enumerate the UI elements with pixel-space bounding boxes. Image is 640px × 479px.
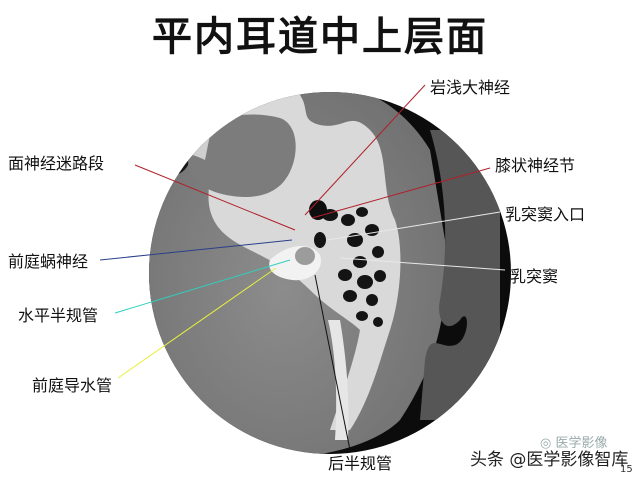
watermark-faint: ◎ 医学影像 bbox=[540, 436, 608, 451]
line-posterior bbox=[314, 274, 351, 451]
slide-title: 平内耳道中上层面 bbox=[152, 13, 488, 60]
label-lateral-canal: 水平半规管 bbox=[18, 306, 99, 325]
label-aditus: 乳突窦入口 bbox=[505, 205, 586, 224]
line-petrosal bbox=[304, 84, 426, 216]
line-vestibular bbox=[117, 267, 277, 379]
page-number: 15 bbox=[620, 464, 633, 475]
label-posterior-canal: 后半规管 bbox=[328, 454, 393, 473]
line-antrum bbox=[339, 257, 506, 271]
label-mastoid-antrum: 乳突窦 bbox=[510, 267, 559, 286]
line-aditus bbox=[327, 211, 501, 241]
temporal-lobe bbox=[186, 114, 296, 197]
label-petrosal-nerve: 岩浅大神经 bbox=[430, 78, 511, 97]
air-cell-left bbox=[155, 143, 189, 176]
label-facial-labyrinthine: 面神经迷路段 bbox=[8, 154, 105, 173]
posterior-bone bbox=[328, 320, 349, 440]
label-cochlear-nerve: 前庭蜗神经 bbox=[8, 252, 89, 271]
vestibule bbox=[295, 247, 315, 265]
ossicles bbox=[309, 200, 327, 220]
line-facial bbox=[134, 164, 296, 231]
line-geniculate bbox=[311, 167, 491, 219]
line-cochlear bbox=[99, 239, 293, 261]
watermark: 头条 @医学影像智库 bbox=[470, 450, 629, 470]
label-vestibular-aqueduct: 前庭导水管 bbox=[32, 376, 113, 395]
skin-outline bbox=[420, 130, 500, 420]
label-geniculate: 膝状神经节 bbox=[495, 156, 576, 175]
line-lateral bbox=[114, 259, 291, 314]
